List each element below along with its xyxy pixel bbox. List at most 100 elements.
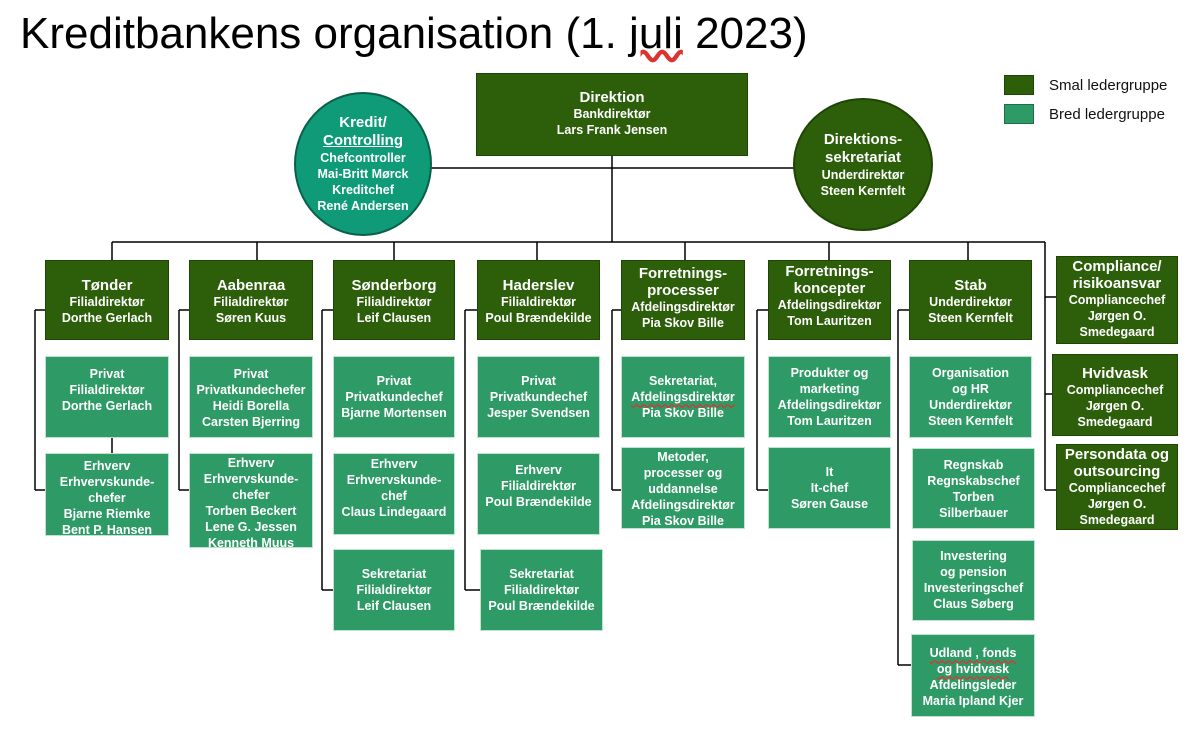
- stab-regnskab-box: Regnskab Regnskabschef Torben Silberbaue…: [912, 448, 1035, 529]
- haderslev-person: Poul Brændekilde: [485, 311, 592, 325]
- stab-organisation-person: Steen Kernfelt: [928, 414, 1013, 428]
- aabenraa-privat-title: Privat: [233, 367, 269, 381]
- toender-name: Tønder: [81, 277, 133, 294]
- koncepter-produkter-title-1: Produkter og: [790, 366, 869, 380]
- processer-metoder-person: Pia Skov Bille: [642, 514, 724, 528]
- soenderborg-sekretariat-box: Sekretariat Filialdirektør Leif Clausen: [333, 549, 455, 631]
- processer-metoder-title-1: Metoder,: [657, 450, 709, 464]
- processer-metoder-title-2: processer og: [643, 466, 723, 480]
- kredit-line-2: Mai-Britt Mørck: [317, 167, 409, 181]
- toender-erhverv-role-1: Erhvervskunde-: [59, 475, 155, 489]
- sekretariat-line-2: Steen Kernfelt: [820, 183, 906, 198]
- direktionssekretariat-circle: Direktions- sekretariat Underdirektør St…: [793, 98, 933, 231]
- stab-regnskab-title: Regnskab: [943, 458, 1004, 472]
- compliance-risiko-title-1: Compliance/: [1072, 258, 1162, 275]
- compliance-hvidvask-box: Hvidvask Compliancechef Jørgen O. Smedeg…: [1052, 354, 1178, 436]
- haderslev-privat-box: Privat Privatkundechef Jesper Svendsen: [477, 356, 600, 438]
- stab-organisation-title-1: Organisation: [931, 366, 1010, 380]
- processer-sekretariat-title: Sekretariat,: [648, 374, 718, 388]
- compliance-hvidvask-person-1: Jørgen O.: [1085, 399, 1145, 413]
- haderslev-erhverv-role: Filialdirektør: [500, 479, 577, 493]
- koncepter-it-title: It: [825, 465, 834, 479]
- aabenraa-privat-person-2: Carsten Bjerring: [202, 415, 300, 429]
- stab-regnskab-role: Regnskabschef: [927, 474, 1020, 488]
- stab-udland-person: Maria Ipland Kjer: [922, 694, 1024, 708]
- toender-role: Filialdirektør: [69, 295, 145, 309]
- legend-swatch-bred: [1004, 104, 1034, 124]
- koncepter-person: Tom Lauritzen: [787, 314, 872, 328]
- soenderborg-privat-box: Privat Privatkundechef Bjarne Mortensen: [333, 356, 455, 438]
- stab-udland-role: Afdelingsleder: [929, 678, 1017, 692]
- stab-organisation-title-2: og HR: [952, 382, 989, 396]
- soenderborg-sekretariat-role: Filialdirektør: [356, 583, 432, 597]
- compliance-risiko-role: Compliancechef: [1068, 293, 1166, 307]
- soenderborg-privat-person: Bjarne Mortensen: [341, 406, 447, 420]
- koncepter-head-box: Forretnings- koncepter Afdelingsdirektør…: [768, 260, 891, 340]
- soenderborg-head-box: Sønderborg Filialdirektør Leif Clausen: [333, 260, 455, 340]
- toender-privat-person: Dorthe Gerlach: [61, 399, 153, 413]
- stab-person: Steen Kernfelt: [928, 311, 1013, 325]
- processer-name-1: Forretnings-: [638, 265, 728, 282]
- soenderborg-erhverv-role-1: Erhvervskunde-: [346, 473, 442, 487]
- stab-regnskab-person-1: Torben: [952, 490, 995, 504]
- processer-role: Afdelingsdirektør: [631, 300, 735, 314]
- haderslev-erhverv-person: Poul Brændekilde: [485, 495, 592, 509]
- haderslev-privat-person: Jesper Svendsen: [487, 406, 590, 420]
- haderslev-privat-role: Privatkundechef: [489, 390, 588, 404]
- page-title: Kreditbankens organisation (1. juli 2023…: [20, 9, 808, 58]
- kredit-line-4: René Andersen: [317, 199, 409, 213]
- toender-privat-role: Filialdirektør: [69, 383, 145, 397]
- aabenraa-head-box: Aabenraa Filialdirektør Søren Kuus: [189, 260, 313, 340]
- processer-sekretariat-box: Sekretariat, Afdelingsdirektør Pia Skov …: [621, 356, 745, 438]
- direktion-role: Bankdirektør: [573, 107, 651, 121]
- compliance-risiko-person-1: Jørgen O.: [1087, 309, 1147, 323]
- aabenraa-role: Filialdirektør: [213, 295, 289, 309]
- compliance-persondata-person-2: Smedegaard: [1079, 513, 1155, 527]
- koncepter-role: Afdelingsdirektør: [777, 298, 882, 312]
- soenderborg-privat-title: Privat: [376, 374, 412, 388]
- aabenraa-erhverv-title: Erhverv: [227, 456, 275, 470]
- haderslev-erhverv-box: Erhverv Filialdirektør Poul Brændekilde: [477, 453, 600, 535]
- toender-privat-title: Privat: [89, 367, 125, 381]
- processer-metoder-role: Afdelingsdirektør: [631, 498, 735, 512]
- processer-head-box: Forretnings- processer Afdelingsdirektør…: [621, 260, 745, 340]
- stab-name: Stab: [954, 277, 987, 294]
- toender-head-box: Tønder Filialdirektør Dorthe Gerlach: [45, 260, 169, 340]
- toender-person: Dorthe Gerlach: [61, 311, 153, 325]
- kredit-line-1: Chefcontroller: [320, 151, 406, 165]
- processer-sekretariat-person: Pia Skov Bille: [642, 406, 724, 420]
- stab-udland-box: Udland , fonds og hvidvask Afdelingslede…: [911, 634, 1035, 717]
- haderslev-role: Filialdirektør: [500, 295, 577, 309]
- processer-metoder-title-3: uddannelse: [648, 482, 718, 496]
- koncepter-name-1: Forretnings-: [785, 263, 874, 280]
- haderslev-sekretariat-title: Sekretariat: [509, 567, 574, 581]
- kredit-line-3: Kreditchef: [332, 183, 394, 197]
- koncepter-produkter-title-2: marketing: [799, 382, 860, 396]
- aabenraa-erhverv-box: Erhverv Erhvervskunde- chefer Torben Bec…: [189, 453, 313, 550]
- compliance-hvidvask-title: Hvidvask: [1082, 365, 1148, 382]
- compliance-persondata-title-2: outsourcing: [1073, 463, 1161, 480]
- legend-label-bred: Bred ledergruppe: [1049, 106, 1165, 123]
- koncepter-it-person: Søren Gause: [790, 497, 869, 511]
- toender-privat-box: Privat Filialdirektør Dorthe Gerlach: [45, 356, 169, 438]
- stab-role: Underdirektør: [929, 295, 1012, 309]
- soenderborg-erhverv-title: Erhverv: [370, 457, 418, 471]
- koncepter-it-role: It-chef: [810, 481, 849, 495]
- stab-udland-title-1: Udland , fonds: [929, 646, 1017, 660]
- legend-swatch-smal: [1004, 75, 1034, 95]
- compliance-hvidvask-person-2: Smedegaard: [1077, 415, 1153, 429]
- direktion-box: Direktion Bankdirektør Lars Frank Jensen: [476, 73, 748, 156]
- direktion-person: Lars Frank Jensen: [556, 123, 668, 137]
- soenderborg-role: Filialdirektør: [356, 295, 432, 309]
- compliance-risiko-person-2: Smedegaard: [1079, 325, 1155, 339]
- koncepter-produkter-box: Produkter og marketing Afdelingsdirektør…: [768, 356, 891, 438]
- haderslev-sekretariat-role: Filialdirektør: [503, 583, 580, 597]
- stab-regnskab-person-2: Silberbauer: [939, 506, 1008, 520]
- stab-investering-box: Investering og pension Investeringschef …: [912, 540, 1035, 621]
- haderslev-name: Haderslev: [502, 277, 575, 294]
- haderslev-sekretariat-box: Sekretariat Filialdirektør Poul Brændeki…: [480, 549, 603, 631]
- compliance-persondata-box: Persondata og outsourcing Compliancechef…: [1056, 444, 1178, 530]
- koncepter-name-2: koncepter: [793, 280, 866, 297]
- koncepter-produkter-role: Afdelingsdirektør: [777, 398, 882, 412]
- stab-udland-title-2: og hvidvask: [936, 662, 1010, 676]
